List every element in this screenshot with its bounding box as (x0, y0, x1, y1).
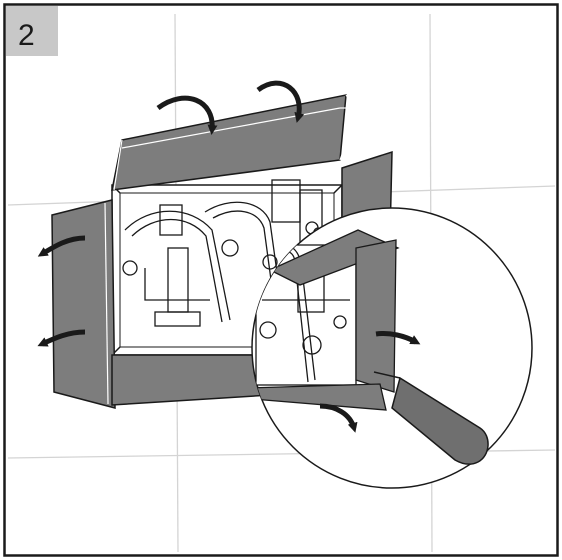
scraper-tool-icon (373, 371, 489, 465)
detail-bottom-flap (252, 383, 387, 411)
detail-arrows (319, 331, 421, 433)
pipe-fitting-icon (122, 260, 138, 276)
cistern-internals (122, 179, 323, 333)
detail-top-flap (268, 229, 400, 286)
detail-right-flap (355, 239, 397, 393)
step-badge: 2 (6, 6, 58, 56)
left-flap-arrows (37, 235, 86, 347)
curved-arrow-icon (156, 80, 305, 135)
step-number: 2 (18, 19, 35, 52)
left-side-flap (51, 199, 116, 409)
magnifier-circle-icon (251, 207, 533, 489)
